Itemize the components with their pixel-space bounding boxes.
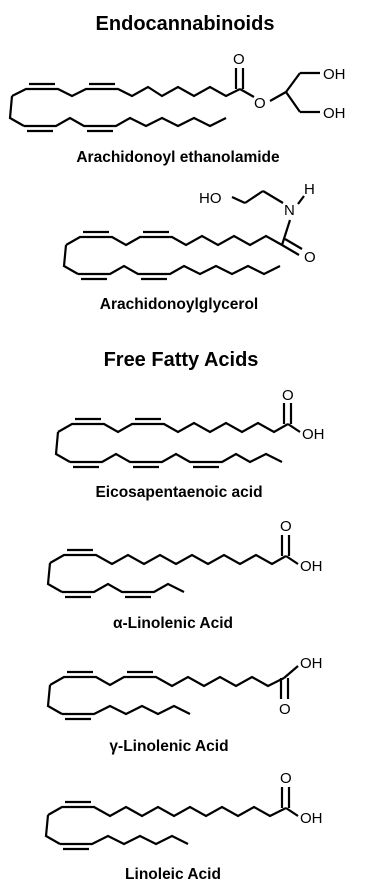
atom-carbonyl-oxygen: O	[279, 701, 291, 718]
atom-hydrogen: H	[304, 181, 315, 198]
caption-linoleic-acid: Linoleic Acid	[125, 866, 221, 883]
caption-arachidonoylglycerol: Arachidonoylglycerol	[100, 296, 258, 313]
atom-carbonyl-oxygen: O	[280, 770, 292, 787]
upper-chain-bonds	[65, 234, 283, 247]
atom-carbonyl-oxygen: O	[280, 518, 292, 535]
molecule-linoleic-acid: O OH	[44, 770, 323, 851]
atom-carbonyl-oxygen: O	[304, 249, 316, 266]
upper-chain-bonds	[57, 421, 289, 434]
upper-chain-bonds	[11, 85, 241, 98]
hydroxyl-bond	[287, 423, 301, 433]
lower-chain-bonds	[62, 704, 191, 716]
amide-bond	[280, 219, 292, 246]
carbonyl-bond	[284, 238, 303, 250]
atom-carbonyl-oxygen: O	[233, 51, 245, 68]
hydroxyl-bond	[285, 555, 299, 565]
lower-chain-bonds	[70, 452, 283, 464]
hydroxyl-bond	[283, 665, 299, 679]
upper-chain-bonds	[49, 675, 285, 688]
atom-hydroxyl: OH	[300, 558, 323, 575]
lower-chain-bonds	[62, 582, 185, 594]
atom-nitrogen: N	[284, 202, 295, 219]
caption-gamma-linolenic-acid: γ-Linolenic Acid	[109, 738, 228, 755]
molecule-arachidonoyl-ethanolamide: O O OH OH	[8, 51, 346, 133]
atom-hydroxyl: OH	[302, 426, 325, 443]
caption-eicosapentaenoic-acid: Eicosapentaenoic acid	[95, 484, 262, 501]
atom-hydroxyl-top: OH	[323, 66, 346, 83]
upper-chain-bonds	[49, 553, 287, 566]
nh-bond	[297, 195, 305, 205]
caption-alpha-linolenic-acid: α-Linolenic Acid	[113, 615, 233, 632]
upper-chain-bonds	[47, 805, 287, 818]
ethanolamine-bond	[262, 190, 284, 204]
heading-endocannabinoids: Endocannabinoids	[96, 13, 275, 35]
molecule-alpha-linolenic-acid: O OH	[46, 518, 323, 599]
atom-hydroxyl-bottom: OH	[323, 105, 346, 122]
atom-ester-oxygen: O	[254, 95, 266, 112]
carbonyl-bond	[281, 244, 300, 256]
molecule-arachidonoylglycerol: N H HO O	[62, 181, 316, 281]
heading-free-fatty-acids: Free Fatty Acids	[104, 349, 259, 371]
ethanolamine-bond	[244, 190, 264, 204]
atom-hydroxyl: HO	[199, 190, 222, 207]
atom-carbonyl-oxygen: O	[282, 387, 294, 404]
glycerol-bond	[285, 72, 301, 93]
caption-arachidonoyl-ethanolamide: Arachidonoyl ethanolamide	[76, 149, 280, 166]
chain-loop-bond	[44, 814, 61, 845]
glycerol-bond	[285, 91, 301, 113]
chain-loop-bond	[62, 244, 79, 275]
lower-chain-bonds	[24, 116, 227, 128]
lower-chain-bonds	[60, 834, 189, 846]
molecule-eicosapentaenoic-acid: O OH	[54, 387, 325, 469]
ethanolamine-bond	[231, 196, 246, 204]
molecule-gamma-linolenic-acid: OH O	[46, 655, 323, 721]
chain-loop-bond	[46, 562, 63, 593]
chain-loop-bond	[46, 684, 63, 715]
chain-loop-bond	[54, 431, 71, 463]
atom-hydroxyl: OH	[300, 810, 323, 827]
hydroxyl-bond	[285, 807, 299, 817]
ester-bond	[239, 88, 255, 98]
chain-loop-bond	[8, 95, 25, 127]
atom-hydroxyl: OH	[300, 655, 323, 672]
lower-chain-bonds	[78, 264, 281, 276]
glycerol-bond	[269, 91, 287, 102]
